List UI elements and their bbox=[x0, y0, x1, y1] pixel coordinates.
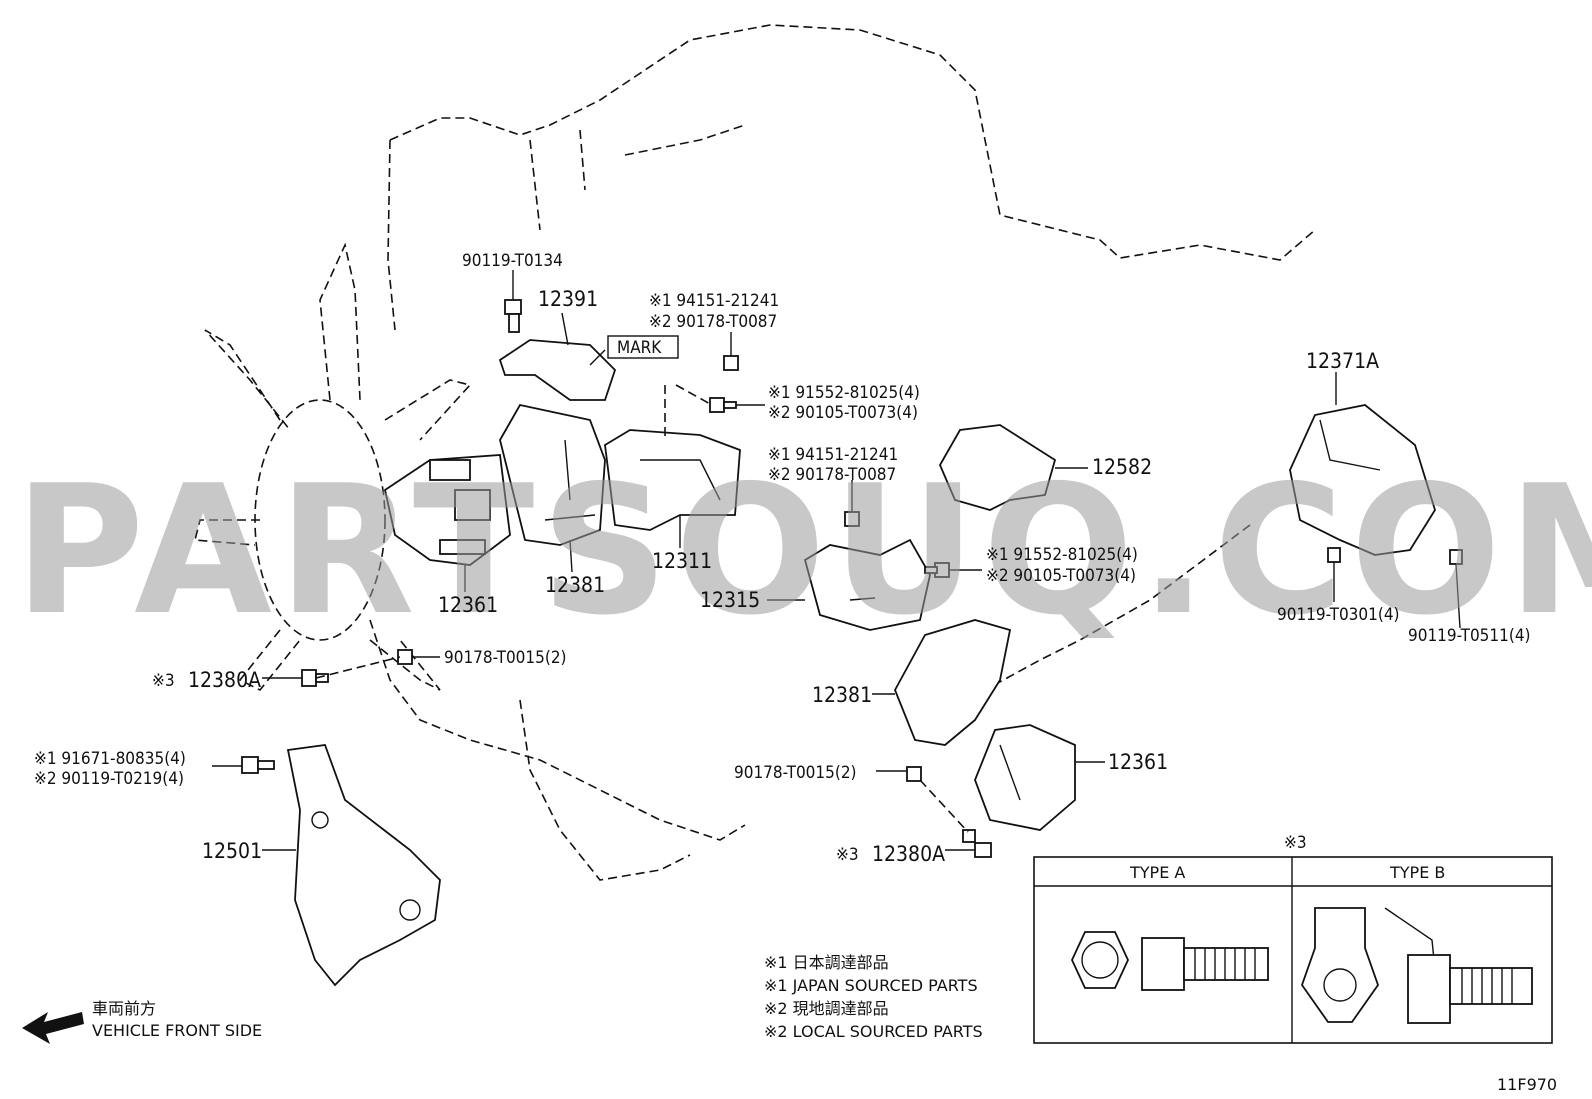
bolt-12380A-right[interactable] bbox=[962, 829, 992, 858]
label-12582[interactable]: 12582 bbox=[1092, 455, 1152, 479]
legend-type-a: TYPE A bbox=[1129, 863, 1185, 882]
label-12380A-right-mark: ※3 bbox=[836, 845, 859, 865]
leader-lines bbox=[212, 270, 1461, 851]
legend-note-3: ※2 現地調達部品 bbox=[764, 999, 889, 1018]
label-bolt-b2[interactable]: ※2 90105-T0073(4) bbox=[986, 566, 1136, 586]
engine-lower-outline bbox=[369, 524, 1251, 881]
type-b-nut-icon bbox=[1300, 907, 1380, 1023]
label-90119-T0134[interactable]: 90119-T0134 bbox=[462, 251, 563, 271]
label-12361-left[interactable]: 12361 bbox=[438, 593, 498, 617]
label-12381-right[interactable]: 12381 bbox=[812, 683, 872, 707]
label-12311[interactable]: 12311 bbox=[652, 549, 712, 573]
label-nut-a1[interactable]: ※1 94151-21241 bbox=[649, 291, 779, 311]
label-12380A-left-mark: ※3 bbox=[152, 671, 175, 691]
label-bolt-e2[interactable]: ※2 90119-T0219(4) bbox=[34, 769, 184, 789]
label-12381-left[interactable]: 12381 bbox=[545, 573, 605, 597]
engine-outline bbox=[387, 24, 1316, 331]
label-12380A-left[interactable]: 12380A bbox=[188, 668, 261, 692]
fan-outline bbox=[193, 242, 472, 692]
label-12371A[interactable]: 12371A bbox=[1306, 349, 1379, 373]
label-12501[interactable]: 12501 bbox=[202, 839, 262, 863]
label-nut-b2[interactable]: ※2 90178-T0087 bbox=[768, 465, 896, 485]
label-bolt-e1[interactable]: ※1 91671-80835(4) bbox=[34, 749, 186, 769]
front-side-jp: 車両前方 bbox=[92, 999, 156, 1018]
nut-top[interactable] bbox=[723, 355, 739, 371]
part-12391[interactable] bbox=[498, 339, 617, 401]
label-bolt-b1[interactable]: ※1 91552-81025(4) bbox=[986, 545, 1138, 565]
watermark: PARTSOUQ.COM bbox=[14, 447, 1592, 654]
legend-note-2: ※1 JAPAN SOURCED PARTS bbox=[764, 976, 978, 995]
bolt-12501[interactable] bbox=[241, 756, 275, 774]
label-bolt-a1[interactable]: ※1 91552-81025(4) bbox=[768, 383, 920, 403]
part-12361-left[interactable] bbox=[383, 454, 511, 566]
label-12380A-right[interactable]: 12380A bbox=[872, 842, 945, 866]
legend-note-1: ※1 日本調達部品 bbox=[764, 953, 889, 972]
bolt-12380A-left[interactable] bbox=[301, 669, 329, 687]
label-12361-right[interactable]: 12361 bbox=[1108, 750, 1168, 774]
type-legend-box bbox=[1033, 856, 1553, 1044]
type-b-bolt-icon bbox=[1384, 907, 1533, 1024]
part-12381-right[interactable] bbox=[894, 619, 1012, 746]
diagram-code: 11F970 bbox=[1497, 1075, 1557, 1094]
part-12501[interactable] bbox=[286, 744, 441, 987]
front-side-en: VEHICLE FRONT SIDE bbox=[92, 1021, 262, 1040]
label-nut-a2[interactable]: ※2 90178-T0087 bbox=[649, 312, 777, 332]
part-12311[interactable] bbox=[604, 429, 741, 531]
mark-box bbox=[607, 335, 679, 359]
bolt-top[interactable] bbox=[709, 397, 737, 413]
label-nut-c[interactable]: 90178-T0015(2) bbox=[444, 648, 567, 668]
label-nut-d[interactable]: 90178-T0015(2) bbox=[734, 763, 857, 783]
legend-note-4: ※2 LOCAL SOURCED PARTS bbox=[764, 1022, 983, 1041]
label-bolt-a2[interactable]: ※2 90105-T0073(4) bbox=[768, 403, 918, 423]
type-a-nut-icon bbox=[1071, 931, 1129, 989]
legend-type-b: TYPE B bbox=[1389, 863, 1445, 882]
vehicle-front-arrow-icon bbox=[22, 1012, 84, 1044]
part-12582[interactable] bbox=[938, 424, 1057, 511]
label-12391[interactable]: 12391 bbox=[538, 287, 598, 311]
nut-lower-right[interactable] bbox=[906, 766, 922, 782]
part-12315[interactable] bbox=[803, 538, 931, 631]
label-nut-b1[interactable]: ※1 94151-21241 bbox=[768, 445, 898, 465]
part-12381-left[interactable] bbox=[499, 403, 606, 546]
part-12361-right[interactable] bbox=[974, 724, 1076, 831]
label-90119-T0301[interactable]: 90119-T0301(4) bbox=[1277, 605, 1400, 625]
label-12315[interactable]: 12315 bbox=[700, 588, 760, 612]
label-90119-T0511[interactable]: 90119-T0511(4) bbox=[1408, 626, 1531, 646]
part-12371A[interactable] bbox=[1289, 404, 1436, 556]
label-mark: MARK bbox=[617, 338, 662, 358]
bolt-90119-T0134[interactable] bbox=[504, 299, 522, 333]
legend-title: ※3 bbox=[1284, 833, 1307, 853]
type-a-bolt-icon bbox=[1141, 937, 1269, 991]
